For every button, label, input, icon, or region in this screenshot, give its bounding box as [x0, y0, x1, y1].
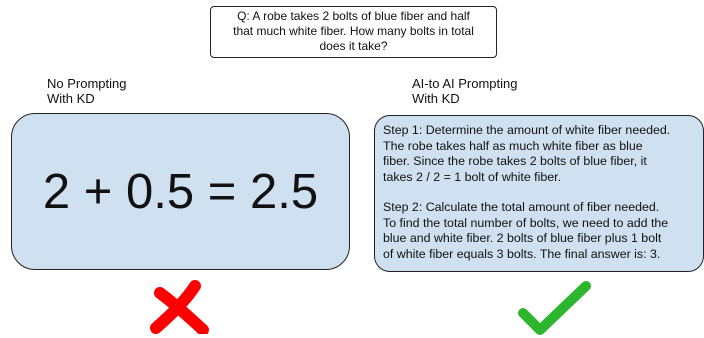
left-answer-box: 2 + 0.5 = 2.5 — [11, 113, 350, 270]
red-cross-icon — [150, 280, 209, 334]
right-reasoning-box: Step 1: Determine the amount of white fi… — [374, 115, 704, 272]
left-column-label: No Prompting With KD — [47, 76, 127, 106]
question-box: Q: A robe takes 2 bolts of blue fiber an… — [210, 6, 497, 58]
right-column-label: AI-to AI Prompting With KD — [412, 76, 518, 106]
reasoning-step-2: Step 2: Calculate the total amount of fi… — [383, 200, 669, 261]
reasoning-step-1: Step 1: Determine the amount of white fi… — [383, 123, 671, 184]
green-check-icon — [518, 281, 591, 335]
left-answer-equation: 2 + 0.5 = 2.5 — [42, 164, 319, 219]
